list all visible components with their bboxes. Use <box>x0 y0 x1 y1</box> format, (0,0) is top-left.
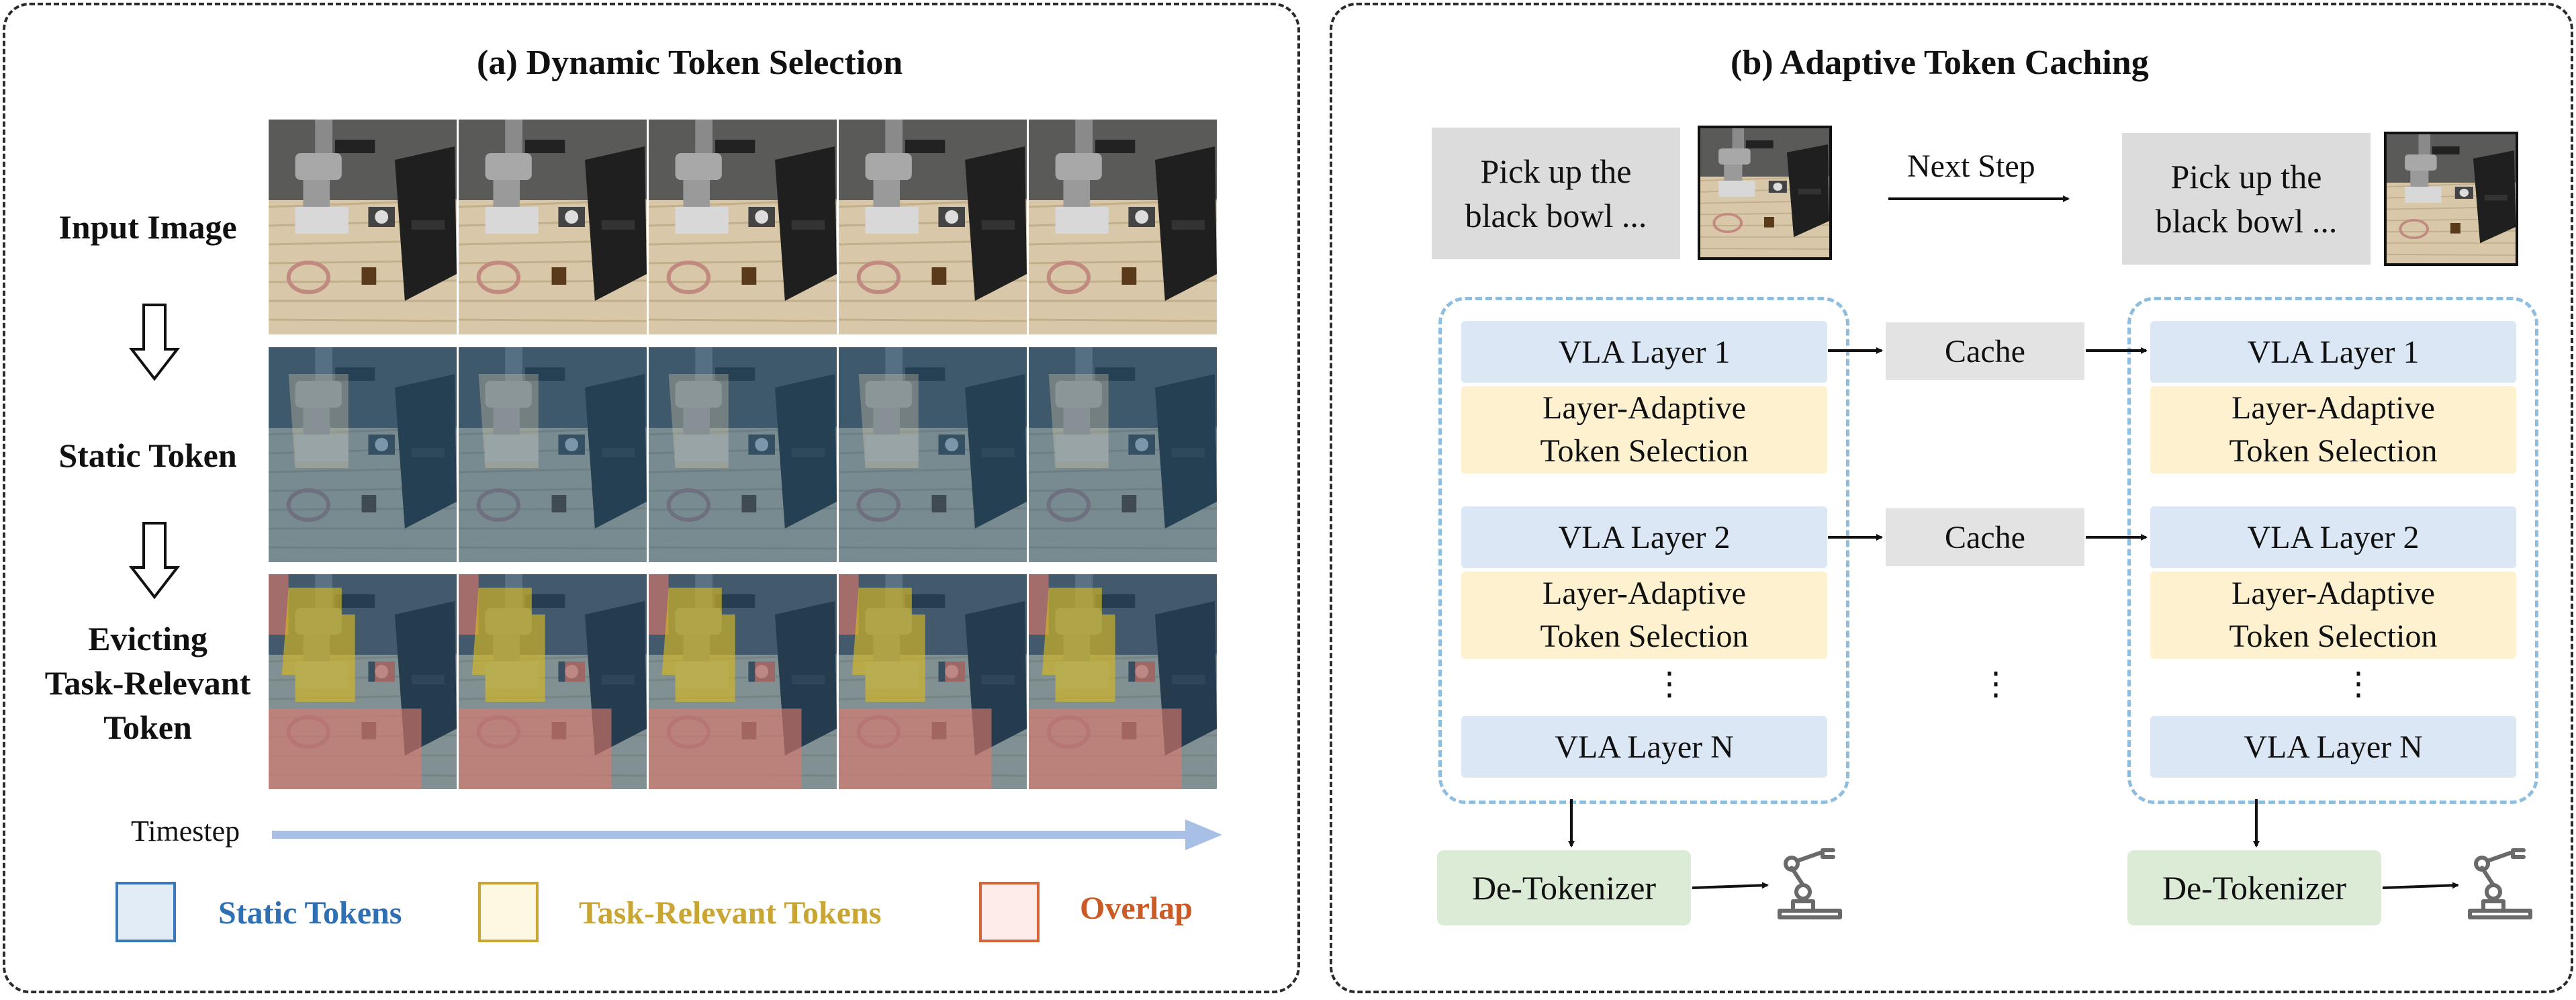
down-arrow-icon <box>128 304 181 381</box>
token-selection-1-right-text: Layer-Adaptive Token Selection <box>2229 390 2438 469</box>
scene-frame <box>1029 120 1219 334</box>
scene-frame <box>839 120 1029 334</box>
vla-layer-n-right: VLA Layer N <box>2150 716 2516 778</box>
vla-layer-1-left: VLA Layer 1 <box>1461 321 1827 383</box>
cache-box-1: Cache <box>1886 322 2084 380</box>
prompt-left-text: Pick up the black bowl ... <box>1465 152 1647 234</box>
legend-static-swatch <box>116 882 176 942</box>
panel-adaptive-token-caching <box>1330 3 2573 993</box>
vla-layer-1-right: VLA Layer 1 <box>2150 321 2516 383</box>
scene-frame <box>459 347 649 562</box>
model-group-right <box>2127 297 2538 804</box>
robot-arm-icon <box>1778 848 1842 919</box>
timestep-arrow <box>272 819 1222 850</box>
panel-dynamic-token-selection <box>3 3 1300 993</box>
image-strip-evict <box>269 574 1219 789</box>
ellipsis-right: ⋮ <box>2342 666 2375 702</box>
token-selection-2-left-text: Layer-Adaptive Token Selection <box>1540 576 1749 654</box>
image-strip-static <box>269 347 1219 562</box>
panel-b-title: (b) Adaptive Token Caching <box>1731 44 2149 82</box>
scene-frame <box>649 120 839 334</box>
row-label-evicting-token: Evicting Task-Relevant Token <box>13 617 282 749</box>
legend-overlap-label: Overlap <box>1080 891 1193 926</box>
token-selection-1-left-text: Layer-Adaptive Token Selection <box>1540 390 1749 469</box>
token-selection-2-right: Layer-Adaptive Token Selection <box>2150 572 2516 659</box>
token-selection-1-left: Layer-Adaptive Token Selection <box>1461 386 1827 473</box>
prompt-left: Pick up the black bowl ... <box>1432 128 1680 259</box>
prompt-right: Pick up the black bowl ... <box>2122 133 2371 265</box>
scene-frame <box>459 120 649 334</box>
token-selection-2-right-text: Layer-Adaptive Token Selection <box>2229 576 2438 654</box>
token-selection-1-right: Layer-Adaptive Token Selection <box>2150 386 2516 473</box>
down-arrow-icon <box>128 522 181 600</box>
ellipsis-middle: ⋮ <box>1980 666 2012 702</box>
scene-frame <box>1029 574 1219 789</box>
model-group-left <box>1438 297 1849 804</box>
scene-frame <box>269 574 459 789</box>
image-strip-input <box>269 120 1219 334</box>
scene-frame <box>1029 347 1219 562</box>
detokenizer-left: De-Tokenizer <box>1437 850 1691 925</box>
vla-layer-2-right: VLA Layer 2 <box>2150 506 2516 568</box>
scene-frame <box>269 347 459 562</box>
scene-frame <box>649 574 839 789</box>
scene-frame <box>839 347 1029 562</box>
row-label-static-token: Static Token <box>58 437 237 474</box>
legend-task-label: Task-Relevant Tokens <box>579 895 882 931</box>
scene-frame <box>459 574 649 789</box>
scene-frame <box>269 120 459 334</box>
legend-overlap-swatch <box>979 882 1040 942</box>
prompt-right-text: Pick up the black bowl ... <box>2155 158 2338 240</box>
token-selection-2-left: Layer-Adaptive Token Selection <box>1461 572 1827 659</box>
timestep-label: Timestep <box>131 815 240 848</box>
vla-layer-2-left: VLA Layer 2 <box>1461 506 1827 568</box>
legend-static-label: Static Tokens <box>218 895 402 931</box>
observation-thumbnail-right <box>2384 132 2518 266</box>
ellipsis-left: ⋮ <box>1653 666 1686 702</box>
detokenizer-right: De-Tokenizer <box>2127 850 2381 925</box>
observation-thumbnail-left <box>1698 126 1832 260</box>
next-step-label: Next Step <box>1907 148 2035 184</box>
legend-task-swatch <box>478 882 539 942</box>
vla-layer-n-left: VLA Layer N <box>1461 716 1827 778</box>
panel-a-title: (a) Dynamic Token Selection <box>477 44 903 82</box>
robot-arm-icon <box>2468 848 2532 919</box>
row-label-evicting-token-text: Evicting Task-Relevant Token <box>44 620 251 746</box>
cache-box-2: Cache <box>1886 508 2084 566</box>
scene-frame <box>839 574 1029 789</box>
row-label-input-image: Input Image <box>58 208 237 246</box>
scene-frame <box>649 347 839 562</box>
